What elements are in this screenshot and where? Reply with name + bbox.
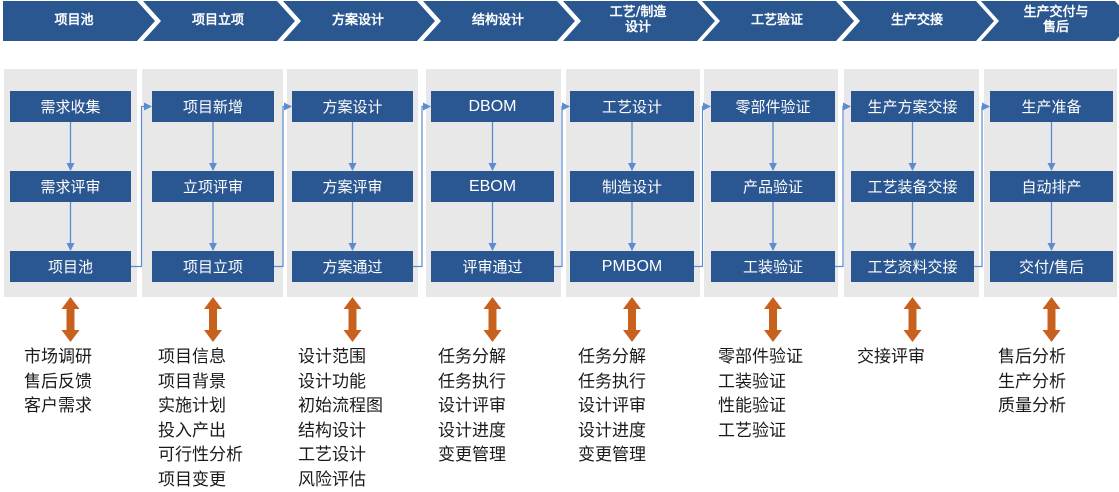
detail-item: 零部件验证 [718,345,803,370]
detail-item: 项目信息 [158,345,243,370]
step-box: 生产方案交接 [851,91,974,122]
step-box: 自动排产 [990,171,1113,202]
step-box: PMBOM [570,251,694,282]
detail-item: 工装验证 [718,370,803,395]
detail-item: 风险评估 [298,468,383,492]
step-box: DBOM [431,91,554,122]
detail-item: 交接评审 [857,345,925,370]
detail-item: 工艺验证 [718,419,803,444]
detail-item: 任务分解 [578,345,646,370]
phase-connector [554,107,569,267]
phase-detail-list: 市场调研售后反馈客户需求 [24,345,92,419]
step-box: 项目新增 [152,91,274,122]
detail-item: 变更管理 [578,443,646,468]
double-arrow-icon [204,297,222,342]
detail-item: 质量分析 [998,394,1066,419]
detail-item: 客户需求 [24,394,92,419]
step-box: 产品验证 [711,171,835,202]
detail-item: 变更管理 [438,443,506,468]
detail-item: 生产分析 [998,370,1066,395]
step-box: 制造设计 [570,171,694,202]
phase-connector [131,107,151,267]
double-arrow-icon [1043,297,1061,342]
double-arrow-icon [904,297,922,342]
phase-detail-list: 项目信息项目背景实施计划投入产出可行性分析项目变更 [158,345,243,492]
detail-item: 工艺设计 [298,443,383,468]
detail-item: 设计进度 [578,419,646,444]
step-box: 需求收集 [10,91,131,122]
detail-item: 售后分析 [998,345,1066,370]
detail-item: 市场调研 [24,345,92,370]
step-box: 需求评审 [10,171,131,202]
step-box: 方案设计 [292,91,413,122]
phase-detail-list: 零部件验证工装验证性能验证工艺验证 [718,345,803,443]
step-box: 交付/售后 [990,251,1113,282]
detail-item: 售后反馈 [24,370,92,395]
phase-connector [413,107,430,267]
phase-connector [835,107,850,267]
step-box: 评审通过 [431,251,554,282]
detail-item: 设计进度 [438,419,506,444]
step-box: 零部件验证 [711,91,835,122]
step-box: 工艺资料交接 [851,251,974,282]
double-arrow-icon [764,297,782,342]
detail-item: 初始流程图 [298,394,383,419]
double-arrow-icon [62,297,80,342]
double-arrow-icon [623,297,641,342]
step-box: 方案评审 [292,171,413,202]
step-box: 工装验证 [711,251,835,282]
phase-detail-list: 任务分解任务执行设计评审设计进度变更管理 [578,345,646,468]
detail-item: 实施计划 [158,394,243,419]
step-box: 工艺设计 [570,91,694,122]
step-box: 项目池 [10,251,131,282]
detail-item: 设计评审 [578,394,646,419]
detail-item: 设计功能 [298,370,383,395]
detail-item: 可行性分析 [158,443,243,468]
phase-detail-list: 任务分解任务执行设计评审设计进度变更管理 [438,345,506,468]
detail-item: 任务执行 [438,370,506,395]
double-arrow-icon [344,297,362,342]
detail-item: 性能验证 [718,394,803,419]
phase-detail-list: 设计范围设计功能初始流程图结构设计工艺设计风险评估 [298,345,383,492]
phase-detail-list: 售后分析生产分析质量分析 [998,345,1066,419]
detail-item: 投入产出 [158,419,243,444]
detail-item: 任务分解 [438,345,506,370]
step-box: 项目立项 [152,251,274,282]
detail-item: 设计评审 [438,394,506,419]
double-arrow-icon [484,297,502,342]
detail-item: 任务执行 [578,370,646,395]
phase-connector [274,107,291,267]
step-box: 生产准备 [990,91,1113,122]
step-box: 立项评审 [152,171,274,202]
detail-item: 项目变更 [158,468,243,492]
detail-item: 设计范围 [298,345,383,370]
step-box: 方案通过 [292,251,413,282]
phase-connector [694,107,710,267]
phase-connector [974,107,989,267]
step-box: EBOM [431,171,554,202]
detail-item: 项目背景 [158,370,243,395]
detail-item: 结构设计 [298,419,383,444]
step-box: 工艺装备交接 [851,171,974,202]
phase-detail-list: 交接评审 [857,345,925,370]
